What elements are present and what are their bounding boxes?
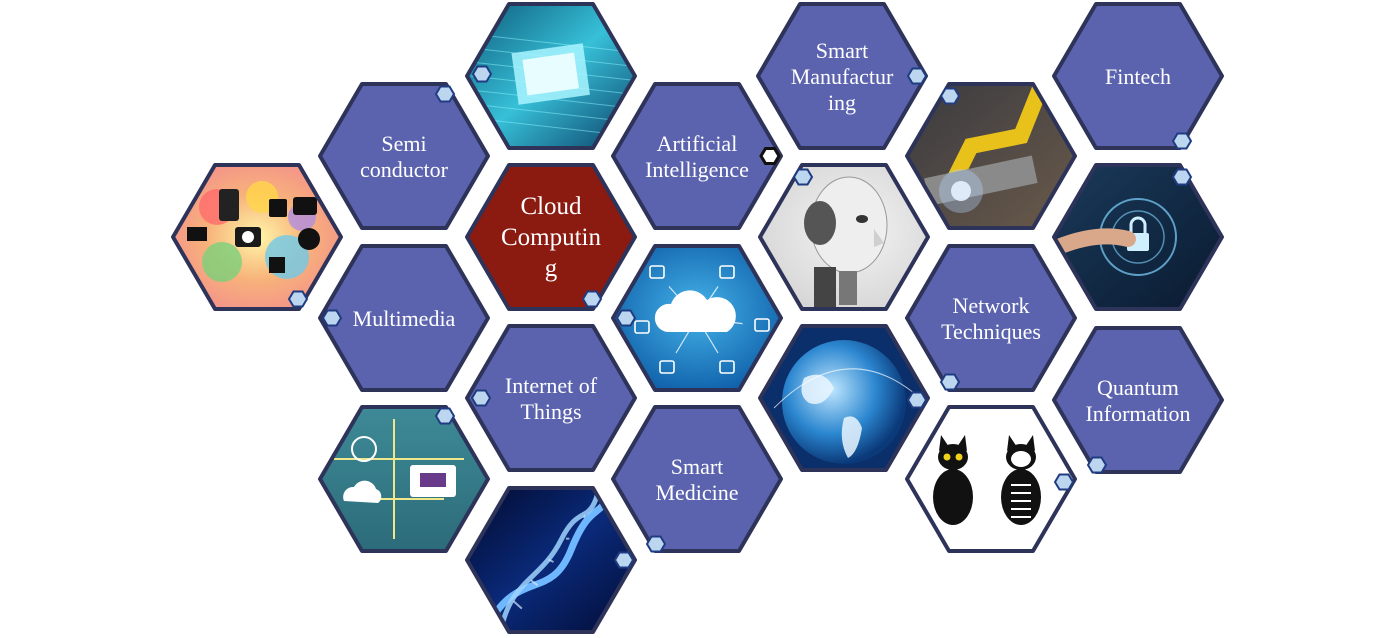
hex-label-fintech-line-1: Fintech bbox=[1105, 64, 1171, 89]
hex-image-globe-network bbox=[758, 324, 930, 472]
hex-label-smart-manufacturing-line-3: ing bbox=[828, 90, 856, 115]
hex-marker-network-techniques bbox=[939, 373, 961, 391]
hex-image-circuit-chip bbox=[465, 2, 637, 150]
hex-multimedia: Multimedia bbox=[318, 244, 490, 392]
hex-marker-artificial-intelligence bbox=[759, 147, 781, 165]
hex-image-robot-head bbox=[758, 163, 930, 311]
hex-marker-quantum-information bbox=[1086, 456, 1108, 474]
hex-marker-dna-helix bbox=[613, 551, 635, 569]
hex-marker-cloud-network-icons bbox=[615, 309, 637, 327]
hex-label-multimedia-line-1: Multimedia bbox=[353, 306, 456, 331]
hex-image-social-media-icons bbox=[171, 163, 343, 311]
hex-marker-iot-flowchart bbox=[434, 407, 456, 425]
hex-marker-schrodinger-cats bbox=[1053, 473, 1075, 491]
hex-marker-multimedia bbox=[321, 309, 343, 327]
hex-label-quantum-information-line-2: Information bbox=[1085, 401, 1190, 426]
hex-label-artificial-intelligence-line-2: Intelligence bbox=[645, 157, 749, 182]
hex-label-internet-of-things-line-1: Internet of bbox=[505, 373, 598, 398]
hex-label-smart-medicine-line-1: Smart bbox=[671, 454, 724, 479]
hex-marker-smart-medicine bbox=[645, 535, 667, 553]
hex-label-semiconductor-line-1: Semi bbox=[381, 131, 426, 156]
hex-marker-cyber-security-lock bbox=[1171, 168, 1193, 186]
hex-label-cloud-computing-line-2: Computin bbox=[501, 224, 602, 251]
hex-marker-globe-network bbox=[906, 391, 928, 409]
hex-marker-fintech bbox=[1171, 132, 1193, 150]
hex-image-cloud-network-icons bbox=[611, 244, 783, 392]
hex-fintech: Fintech bbox=[1052, 2, 1224, 150]
hex-label-smart-medicine-line-2: Medicine bbox=[655, 480, 738, 505]
hex-label-network-techniques-line-2: Techniques bbox=[941, 319, 1041, 344]
hex-label-semiconductor-line-2: conductor bbox=[360, 157, 449, 182]
hex-image-iot-flowchart bbox=[318, 405, 490, 553]
hex-label-network-techniques-line-1: Network bbox=[953, 293, 1030, 318]
hex-marker-robot-arm-welding bbox=[939, 87, 961, 105]
hex-label-cloud-computing-line-3: g bbox=[545, 255, 558, 282]
hex-image-cyber-security-lock bbox=[1052, 163, 1224, 311]
hex-marker-social-media-icons bbox=[287, 290, 309, 308]
hex-image-schrodinger-cats bbox=[905, 405, 1077, 553]
hex-label-smart-manufacturing-line-1: Smart bbox=[816, 38, 869, 63]
hex-marker-circuit-chip bbox=[471, 65, 493, 83]
hex-image-robot-arm-welding bbox=[905, 82, 1077, 230]
hex-label-internet-of-things-line-2: Things bbox=[520, 399, 581, 424]
hex-image-dna-helix bbox=[465, 486, 637, 634]
hex-marker-cloud-computing bbox=[581, 290, 603, 308]
hex-marker-semiconductor bbox=[434, 85, 456, 103]
hex-label-smart-manufacturing-line-2: Manufactur bbox=[791, 64, 894, 89]
hex-marker-internet-of-things bbox=[470, 389, 492, 407]
hex-label-cloud-computing-line-1: Cloud bbox=[520, 193, 582, 220]
hex-label-artificial-intelligence-line-1: Artificial bbox=[657, 131, 738, 156]
hex-marker-robot-head bbox=[792, 168, 814, 186]
hex-marker-smart-manufacturing bbox=[906, 67, 928, 85]
hex-label-quantum-information-line-1: Quantum bbox=[1097, 375, 1179, 400]
